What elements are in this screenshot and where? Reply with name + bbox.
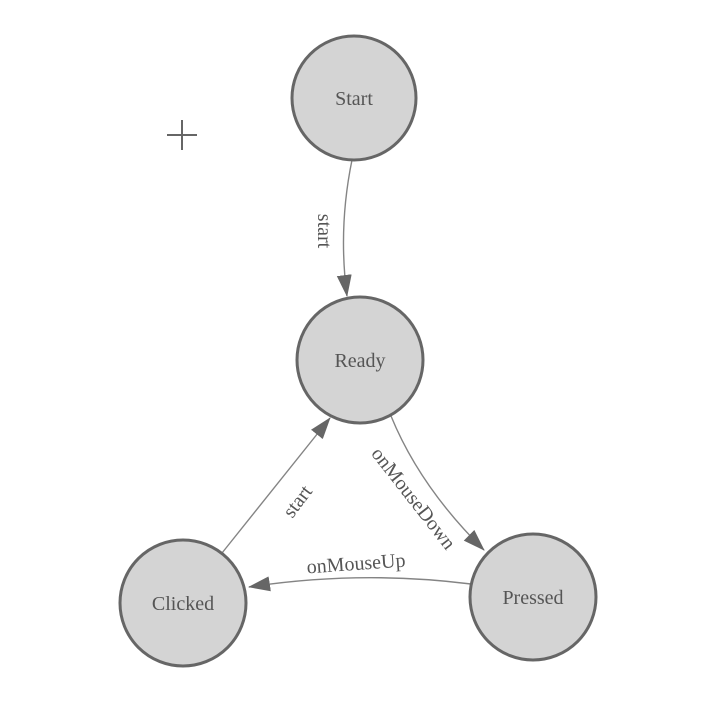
edge-label-start-to-ready: start: [313, 214, 335, 249]
state-node-start[interactable]: Start: [290, 34, 418, 162]
edge-label-pressed-to-clicked: onMouseUp: [306, 550, 406, 579]
state-circle-ready[interactable]: [295, 295, 425, 425]
state-circle-clicked[interactable]: [118, 538, 248, 668]
origin-crosshair-icon: [167, 120, 197, 150]
state-node-ready[interactable]: Ready: [295, 295, 425, 425]
transition-edge-start-to-ready[interactable]: [336, 159, 353, 297]
state-node-clicked[interactable]: Clicked: [118, 538, 248, 668]
transition-edge-ready-to-pressed[interactable]: [390, 415, 485, 551]
state-node-pressed[interactable]: Pressed: [468, 532, 598, 662]
transition-edge-pressed-to-clicked[interactable]: [248, 576, 472, 592]
transition-edge-clicked-to-ready[interactable]: [221, 417, 331, 554]
edge-label-clicked-to-ready: start: [279, 481, 318, 522]
state-circle-pressed[interactable]: [468, 532, 598, 662]
state-circle-start[interactable]: [290, 34, 418, 162]
